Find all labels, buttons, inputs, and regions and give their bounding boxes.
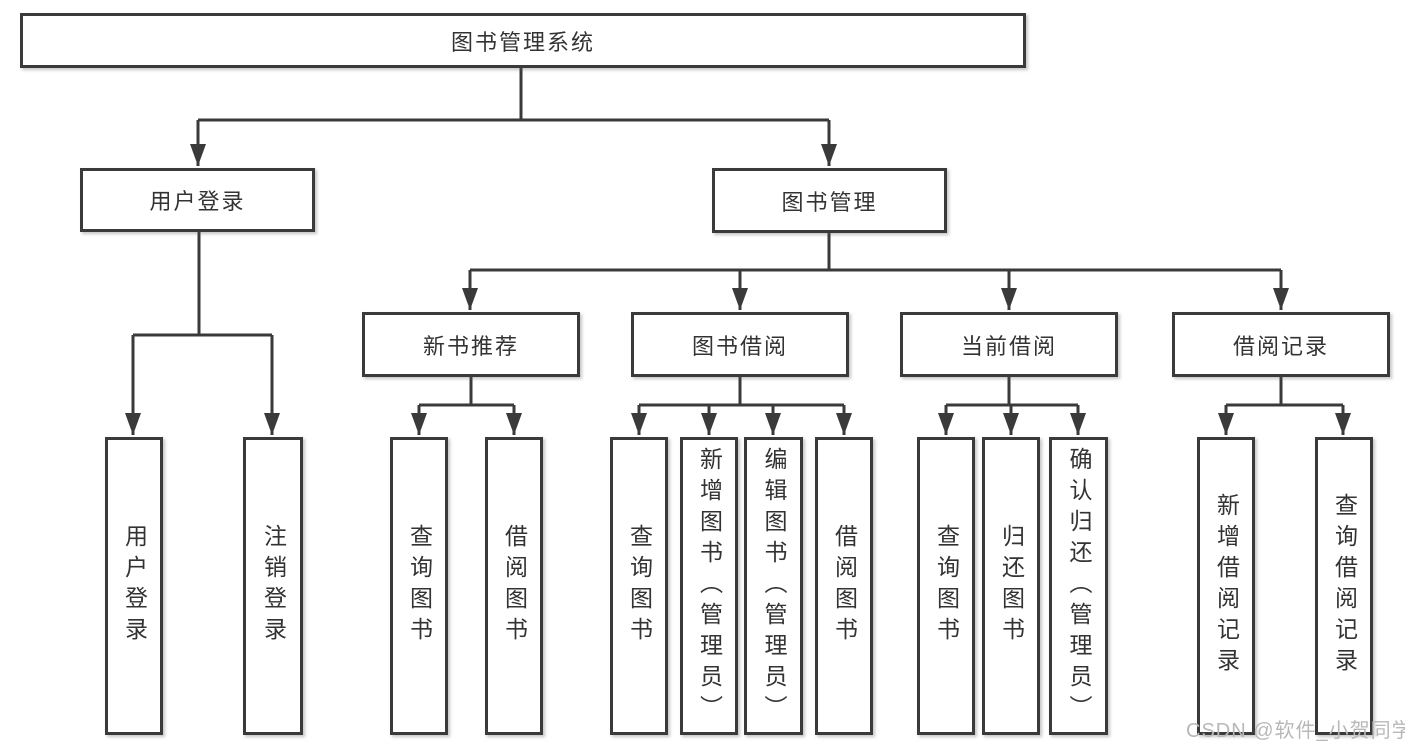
leaf-query-books-current: 查询图书 (917, 437, 975, 735)
leaf-borrow-books: 借阅图书 (815, 437, 873, 735)
leaf-query-books-recommend: 查询图书 (390, 437, 448, 735)
leaf-add-borrow-record: 新增借阅记录 (1197, 437, 1255, 735)
node-borrowing-records: 借阅记录 (1172, 312, 1390, 377)
leaf-add-books-admin: 新增图书（管理员） (680, 437, 738, 735)
node-book-management: 图书管理 (712, 168, 947, 233)
leaf-query-books-borrow: 查询图书 (610, 437, 668, 735)
leaf-edit-books-admin: 编辑图书（管理员） (744, 437, 803, 735)
leaf-borrow-books-recommend: 借阅图书 (485, 437, 543, 735)
leaf-confirm-return-admin: 确认归还（管理员） (1049, 437, 1108, 735)
node-root-system: 图书管理系统 (20, 13, 1026, 68)
node-current-borrowing: 当前借阅 (900, 312, 1118, 377)
node-new-book-recommend: 新书推荐 (362, 312, 580, 377)
leaf-return-books: 归还图书 (982, 437, 1040, 735)
leaf-user-login: 用户登录 (105, 437, 163, 735)
node-user-login: 用户登录 (80, 168, 315, 232)
leaf-logout: 注销登录 (243, 437, 303, 735)
leaf-query-borrow-record: 查询借阅记录 (1315, 437, 1373, 735)
node-book-borrowing: 图书借阅 (631, 312, 849, 377)
csdn-watermark: CSDN @软件_小贺同学 (1186, 720, 1405, 742)
